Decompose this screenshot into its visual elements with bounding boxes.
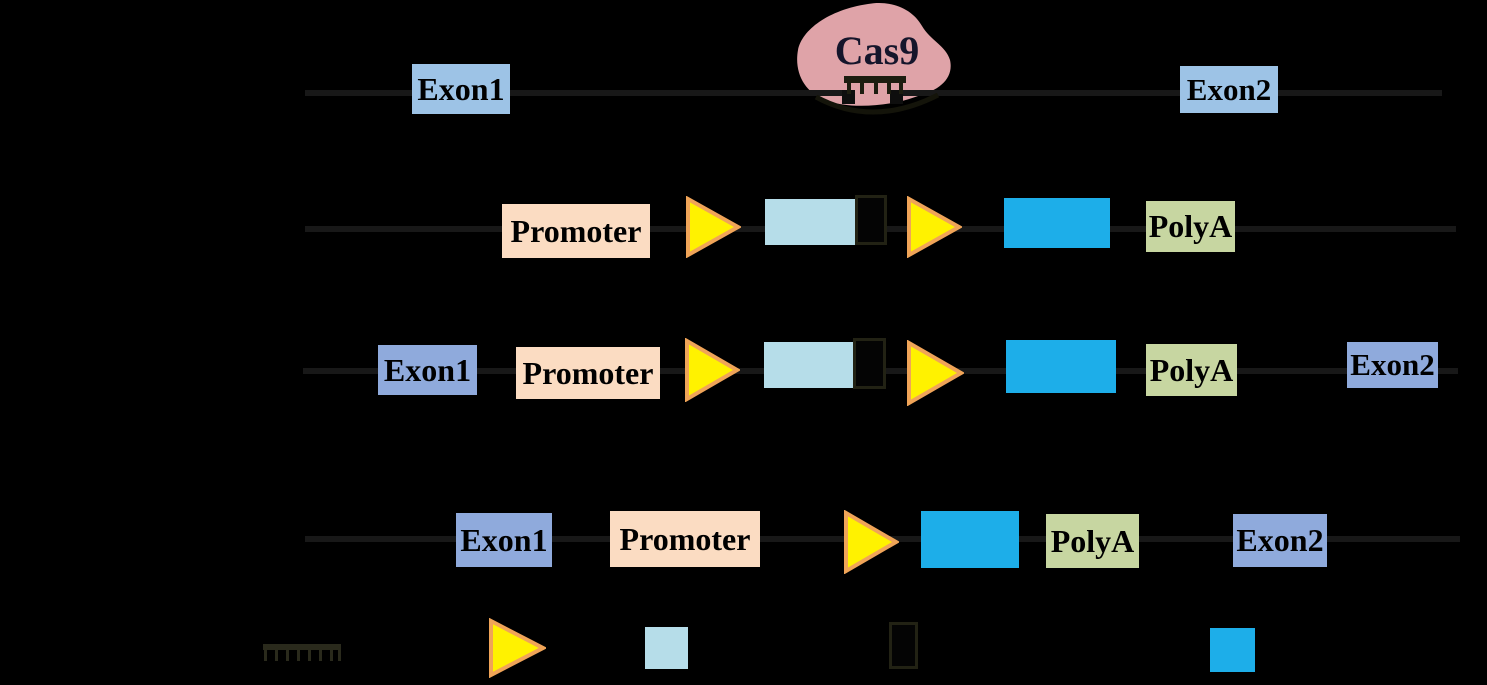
yellow-triangle-icon	[844, 510, 899, 574]
yellow-triangle-icon	[907, 196, 962, 258]
promoter-label: Promoter	[619, 520, 751, 557]
cut-hook-left	[842, 90, 855, 104]
yellow-triangle-icon	[686, 196, 741, 258]
cas9-blob	[797, 2, 951, 106]
cas9-label: Cas9	[835, 28, 919, 73]
yellow-triangle-icon	[907, 340, 964, 406]
exon2-label: Exon2	[1236, 522, 1324, 558]
exon2-box-row4: Exon2	[1233, 514, 1327, 567]
grna-comb-icon	[844, 76, 906, 94]
exon1-label: Exon1	[417, 70, 505, 107]
promoter-label: Promoter	[522, 354, 654, 391]
light-blue-box-row3	[764, 342, 853, 388]
exon1-box-row4: Exon1	[456, 513, 552, 567]
exon1-label: Exon1	[383, 351, 472, 388]
dna-line-under-cas9-right	[897, 90, 980, 96]
polya-label: PolyA	[1149, 351, 1234, 388]
yellow-triangle-icon	[685, 338, 740, 402]
exon1-box-row3: Exon1	[378, 345, 477, 395]
blue-gene-box-row3	[1006, 340, 1116, 393]
yellow-triangle-icon	[489, 618, 546, 678]
dna-line-under-cas9-left	[780, 90, 855, 96]
exon2-box-row1: Exon2	[1180, 66, 1278, 113]
exon2-label: Exon2	[1186, 71, 1272, 107]
displaced-strand-arc	[814, 92, 940, 115]
exon2-box-row3: Exon2	[1347, 342, 1438, 388]
light-blue-box-icon	[645, 627, 688, 669]
light-blue-box-row2	[765, 199, 855, 245]
promoter-box-row4: Promoter	[610, 511, 760, 567]
dna-line-row1-left	[305, 90, 780, 96]
blue-gene-box-row2	[1004, 198, 1110, 248]
polya-box-row4: PolyA	[1046, 514, 1139, 568]
polya-label: PolyA	[1050, 522, 1135, 559]
black-outline-box-row2	[855, 195, 887, 245]
blue-gene-box-row4	[921, 511, 1019, 568]
promoter-label: Promoter	[510, 212, 642, 249]
blue-box-icon	[1210, 628, 1255, 672]
black-outline-box-icon	[889, 622, 918, 669]
polya-box-row3: PolyA	[1146, 344, 1237, 396]
polya-label: PolyA	[1148, 208, 1233, 244]
exon1-label: Exon1	[460, 521, 548, 558]
black-outline-box-row3	[853, 338, 886, 389]
polya-box-row2: PolyA	[1146, 201, 1235, 252]
exon1-box-row1: Exon1	[412, 64, 510, 114]
promoter-box-row3: Promoter	[516, 347, 660, 399]
promoter-box-row2: Promoter	[502, 204, 650, 258]
exon2-label: Exon2	[1350, 347, 1435, 382]
cas9-complex: Cas9	[780, 2, 980, 135]
